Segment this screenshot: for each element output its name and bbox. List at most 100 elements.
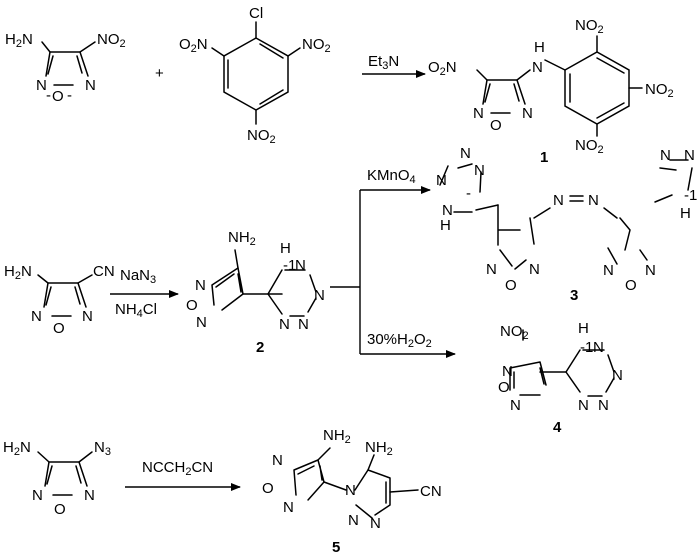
svg-text:N: N — [196, 314, 207, 331]
reaction-arrow-1: Et3N — [362, 53, 426, 78]
svg-text:O: O — [52, 88, 64, 105]
svg-text:-1: -1 — [283, 257, 296, 274]
svg-text:N: N — [82, 308, 93, 325]
svg-text:H2N: H2N — [3, 439, 31, 458]
svg-text:N: N — [510, 397, 521, 414]
svg-text:H2N: H2N — [5, 31, 33, 50]
svg-text:N: N — [474, 162, 485, 179]
plus-sign: + — [155, 65, 164, 82]
product-1: O2N N H N N O NO2 NO2 NO2 1 — [428, 17, 674, 166]
svg-text:N: N — [473, 105, 484, 122]
compound-number-5: 5 — [332, 539, 340, 556]
svg-text:H2N: H2N — [4, 263, 32, 282]
reactant-amino-nitrofurazan: H2N NO2 N N O - - — [5, 31, 126, 105]
reagent-h2o2: 30%H2O2 — [367, 331, 432, 350]
svg-text:O: O — [505, 277, 517, 294]
svg-text:-1: -1 — [684, 187, 697, 204]
product-3: N N N H N - N O N N N N O N N N -1 H 3 — [436, 145, 697, 304]
svg-text:N: N — [36, 77, 47, 94]
svg-text:N: N — [588, 192, 599, 209]
reagent-kmno4: KMnO4 — [367, 167, 416, 186]
svg-text:N: N — [660, 147, 671, 164]
svg-text:N: N — [370, 515, 381, 532]
svg-text:N: N — [532, 59, 543, 76]
compound-number-1: 1 — [540, 149, 548, 166]
svg-text:N: N — [195, 277, 206, 294]
svg-text:N: N — [295, 257, 306, 274]
svg-text:N: N — [593, 339, 604, 356]
svg-text:N: N — [578, 397, 589, 414]
compound-number-3: 3 — [570, 287, 578, 304]
reagent-et3n: Et3N — [368, 53, 399, 72]
svg-text:NO2: NO2 — [575, 17, 604, 36]
svg-text:NH2: NH2 — [323, 427, 351, 446]
product-2: NH2 N O N H -1 N N N N 2 — [186, 229, 325, 356]
svg-text:N: N — [345, 482, 356, 499]
product-5: NH2 N O N N NH2 CN N N 5 — [262, 427, 442, 556]
svg-text:N: N — [502, 363, 513, 380]
svg-text:N: N — [31, 308, 42, 325]
svg-text:NO2: NO2 — [500, 323, 529, 342]
branching-arrows: KMnO4 30%H2O2 — [330, 167, 456, 358]
svg-text:N: N — [598, 397, 609, 414]
svg-text:NH2: NH2 — [228, 229, 256, 248]
svg-text:-: - — [46, 87, 51, 104]
svg-text:O2N: O2N — [428, 59, 457, 78]
svg-text:N: N — [84, 487, 95, 504]
svg-text:N: N — [460, 145, 471, 162]
svg-text:N: N — [32, 487, 43, 504]
reagent-nan3: NaN3 — [120, 267, 156, 286]
svg-text:N: N — [612, 367, 623, 384]
svg-text:O2N: O2N — [179, 36, 208, 55]
svg-text:N: N — [348, 512, 359, 529]
svg-text:O: O — [262, 480, 274, 497]
svg-text:N: N — [272, 452, 283, 469]
svg-text:N: N — [442, 202, 453, 219]
svg-text:Cl: Cl — [249, 5, 263, 22]
svg-text:O: O — [54, 501, 66, 518]
svg-text:H: H — [280, 240, 291, 257]
svg-text:N: N — [298, 316, 309, 333]
svg-text:H: H — [534, 39, 545, 56]
svg-text:N3: N3 — [94, 439, 111, 458]
svg-text:NH2: NH2 — [365, 439, 393, 458]
svg-text:H: H — [440, 217, 451, 234]
svg-text:N: N — [553, 192, 564, 209]
reactant-amino-cyanofurazan: H2N CN N N O — [4, 263, 115, 337]
svg-text:O: O — [498, 379, 510, 396]
svg-text:NO2: NO2 — [302, 36, 331, 55]
svg-text:N: N — [684, 147, 695, 164]
svg-text:O: O — [186, 297, 198, 314]
svg-text:O: O — [490, 117, 502, 134]
reagent-ncch2cn: NCCH2CN — [142, 459, 213, 478]
svg-text:NO2: NO2 — [247, 127, 276, 146]
reaction-arrow-3: NCCH2CN — [125, 459, 241, 491]
svg-text:NO2: NO2 — [645, 81, 674, 100]
svg-text:N: N — [85, 77, 96, 94]
reaction-arrow-2: NaN3 NH4Cl — [110, 267, 179, 320]
svg-text:N: N — [645, 262, 656, 279]
svg-text:N: N — [522, 105, 533, 122]
svg-text:N: N — [279, 316, 290, 333]
svg-text:H: H — [578, 320, 589, 337]
compound-number-2: 2 — [256, 339, 264, 356]
svg-text:N: N — [529, 261, 540, 278]
svg-text:NO2: NO2 — [575, 137, 604, 156]
svg-text:N: N — [283, 499, 294, 516]
svg-text:NO2: NO2 — [97, 31, 126, 50]
svg-text:O: O — [53, 320, 65, 337]
reactant-picryl-chloride: Cl O2N NO2 NO2 — [179, 5, 331, 146]
svg-text:H: H — [680, 205, 691, 222]
svg-text:-: - — [67, 87, 72, 104]
product-4: NO2 N O N H -1 N N N N 4 — [498, 320, 623, 436]
svg-text:O: O — [625, 277, 637, 294]
svg-text:CN: CN — [93, 263, 115, 280]
svg-text:N: N — [436, 172, 447, 189]
svg-text:CN: CN — [420, 483, 442, 500]
reagent-nh4cl: NH4Cl — [115, 301, 157, 320]
reactant-amino-azidofurazan: H2N N3 N N O — [3, 439, 111, 518]
svg-text:-: - — [466, 185, 471, 202]
svg-text:N: N — [486, 261, 497, 278]
svg-text:-1: -1 — [580, 339, 593, 356]
